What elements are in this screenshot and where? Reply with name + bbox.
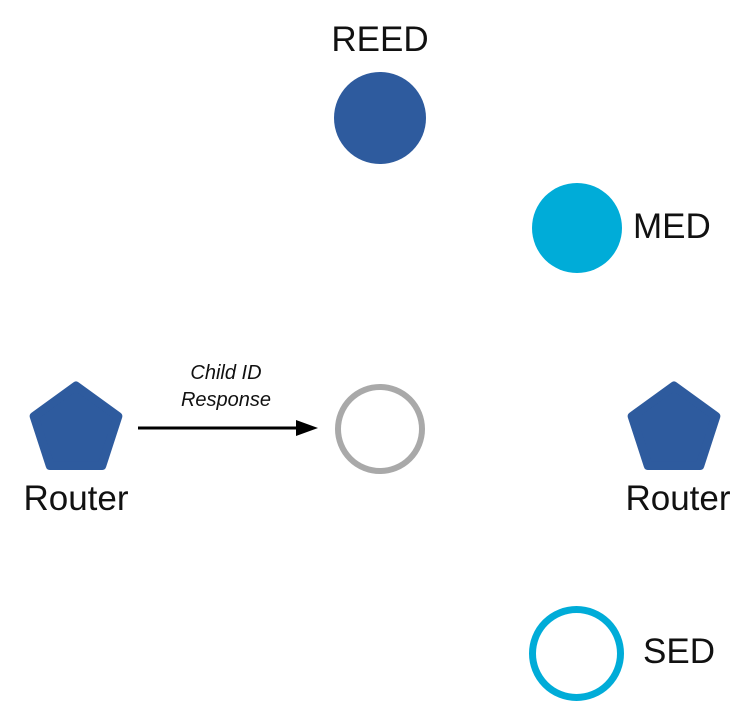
med-node-icon bbox=[532, 183, 622, 273]
sed-node-label: SED bbox=[643, 632, 715, 671]
router-right-label: Router bbox=[625, 479, 731, 518]
child-id-response-arrow-label: Child ID Response bbox=[126, 360, 326, 414]
router-left-pentagon-shape bbox=[29, 381, 123, 470]
arrow-label-line2: Response bbox=[180, 389, 272, 411]
sed-node-icon bbox=[529, 606, 624, 701]
router-right-pentagon-icon bbox=[627, 381, 721, 470]
joiner-node-icon bbox=[335, 384, 425, 474]
router-left-label: Router bbox=[23, 479, 129, 518]
arrow-head bbox=[296, 420, 318, 436]
arrow-label-line1: Child ID bbox=[190, 362, 262, 384]
child-id-response-arrow bbox=[138, 420, 318, 436]
router-right-pentagon-shape bbox=[627, 381, 721, 470]
med-node-label: MED bbox=[633, 207, 711, 246]
reed-node-label: REED bbox=[331, 20, 429, 59]
router-left-pentagon-icon bbox=[29, 381, 123, 470]
reed-node-icon bbox=[334, 72, 426, 164]
